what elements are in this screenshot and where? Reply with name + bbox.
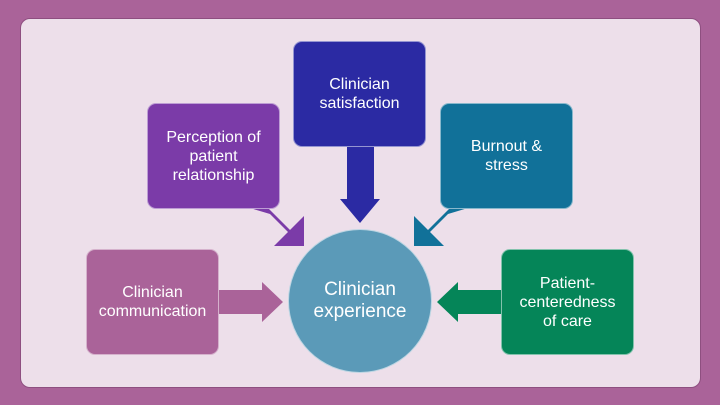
node-patient-centeredness: Patient- centeredness of care — [501, 249, 634, 355]
node-label: Perception of patient relationship — [166, 128, 261, 184]
arrow-communication — [219, 282, 283, 322]
arrow-burnout — [414, 208, 468, 246]
arrow-patient-centeredness — [437, 282, 501, 322]
node-label: Patient- centeredness of care — [519, 274, 616, 330]
node-label: Clinician communication — [98, 284, 207, 320]
node-label: Clinician satisfaction — [319, 76, 400, 112]
node-clinician-satisfaction: Clinician satisfaction — [293, 41, 426, 147]
node-clinician-communication: Clinician communication — [86, 249, 219, 355]
center-node-clinician-experience: Clinician experience — [288, 229, 432, 373]
center-label: Clinician experience — [313, 279, 407, 322]
arrow-satisfaction — [340, 147, 380, 223]
arrow-perception — [250, 208, 304, 246]
node-label: Burnout & stress — [470, 138, 543, 174]
node-perception-of-patient-relationship: Perception of patient relationship — [147, 103, 280, 209]
node-burnout-stress: Burnout & stress — [440, 103, 573, 209]
